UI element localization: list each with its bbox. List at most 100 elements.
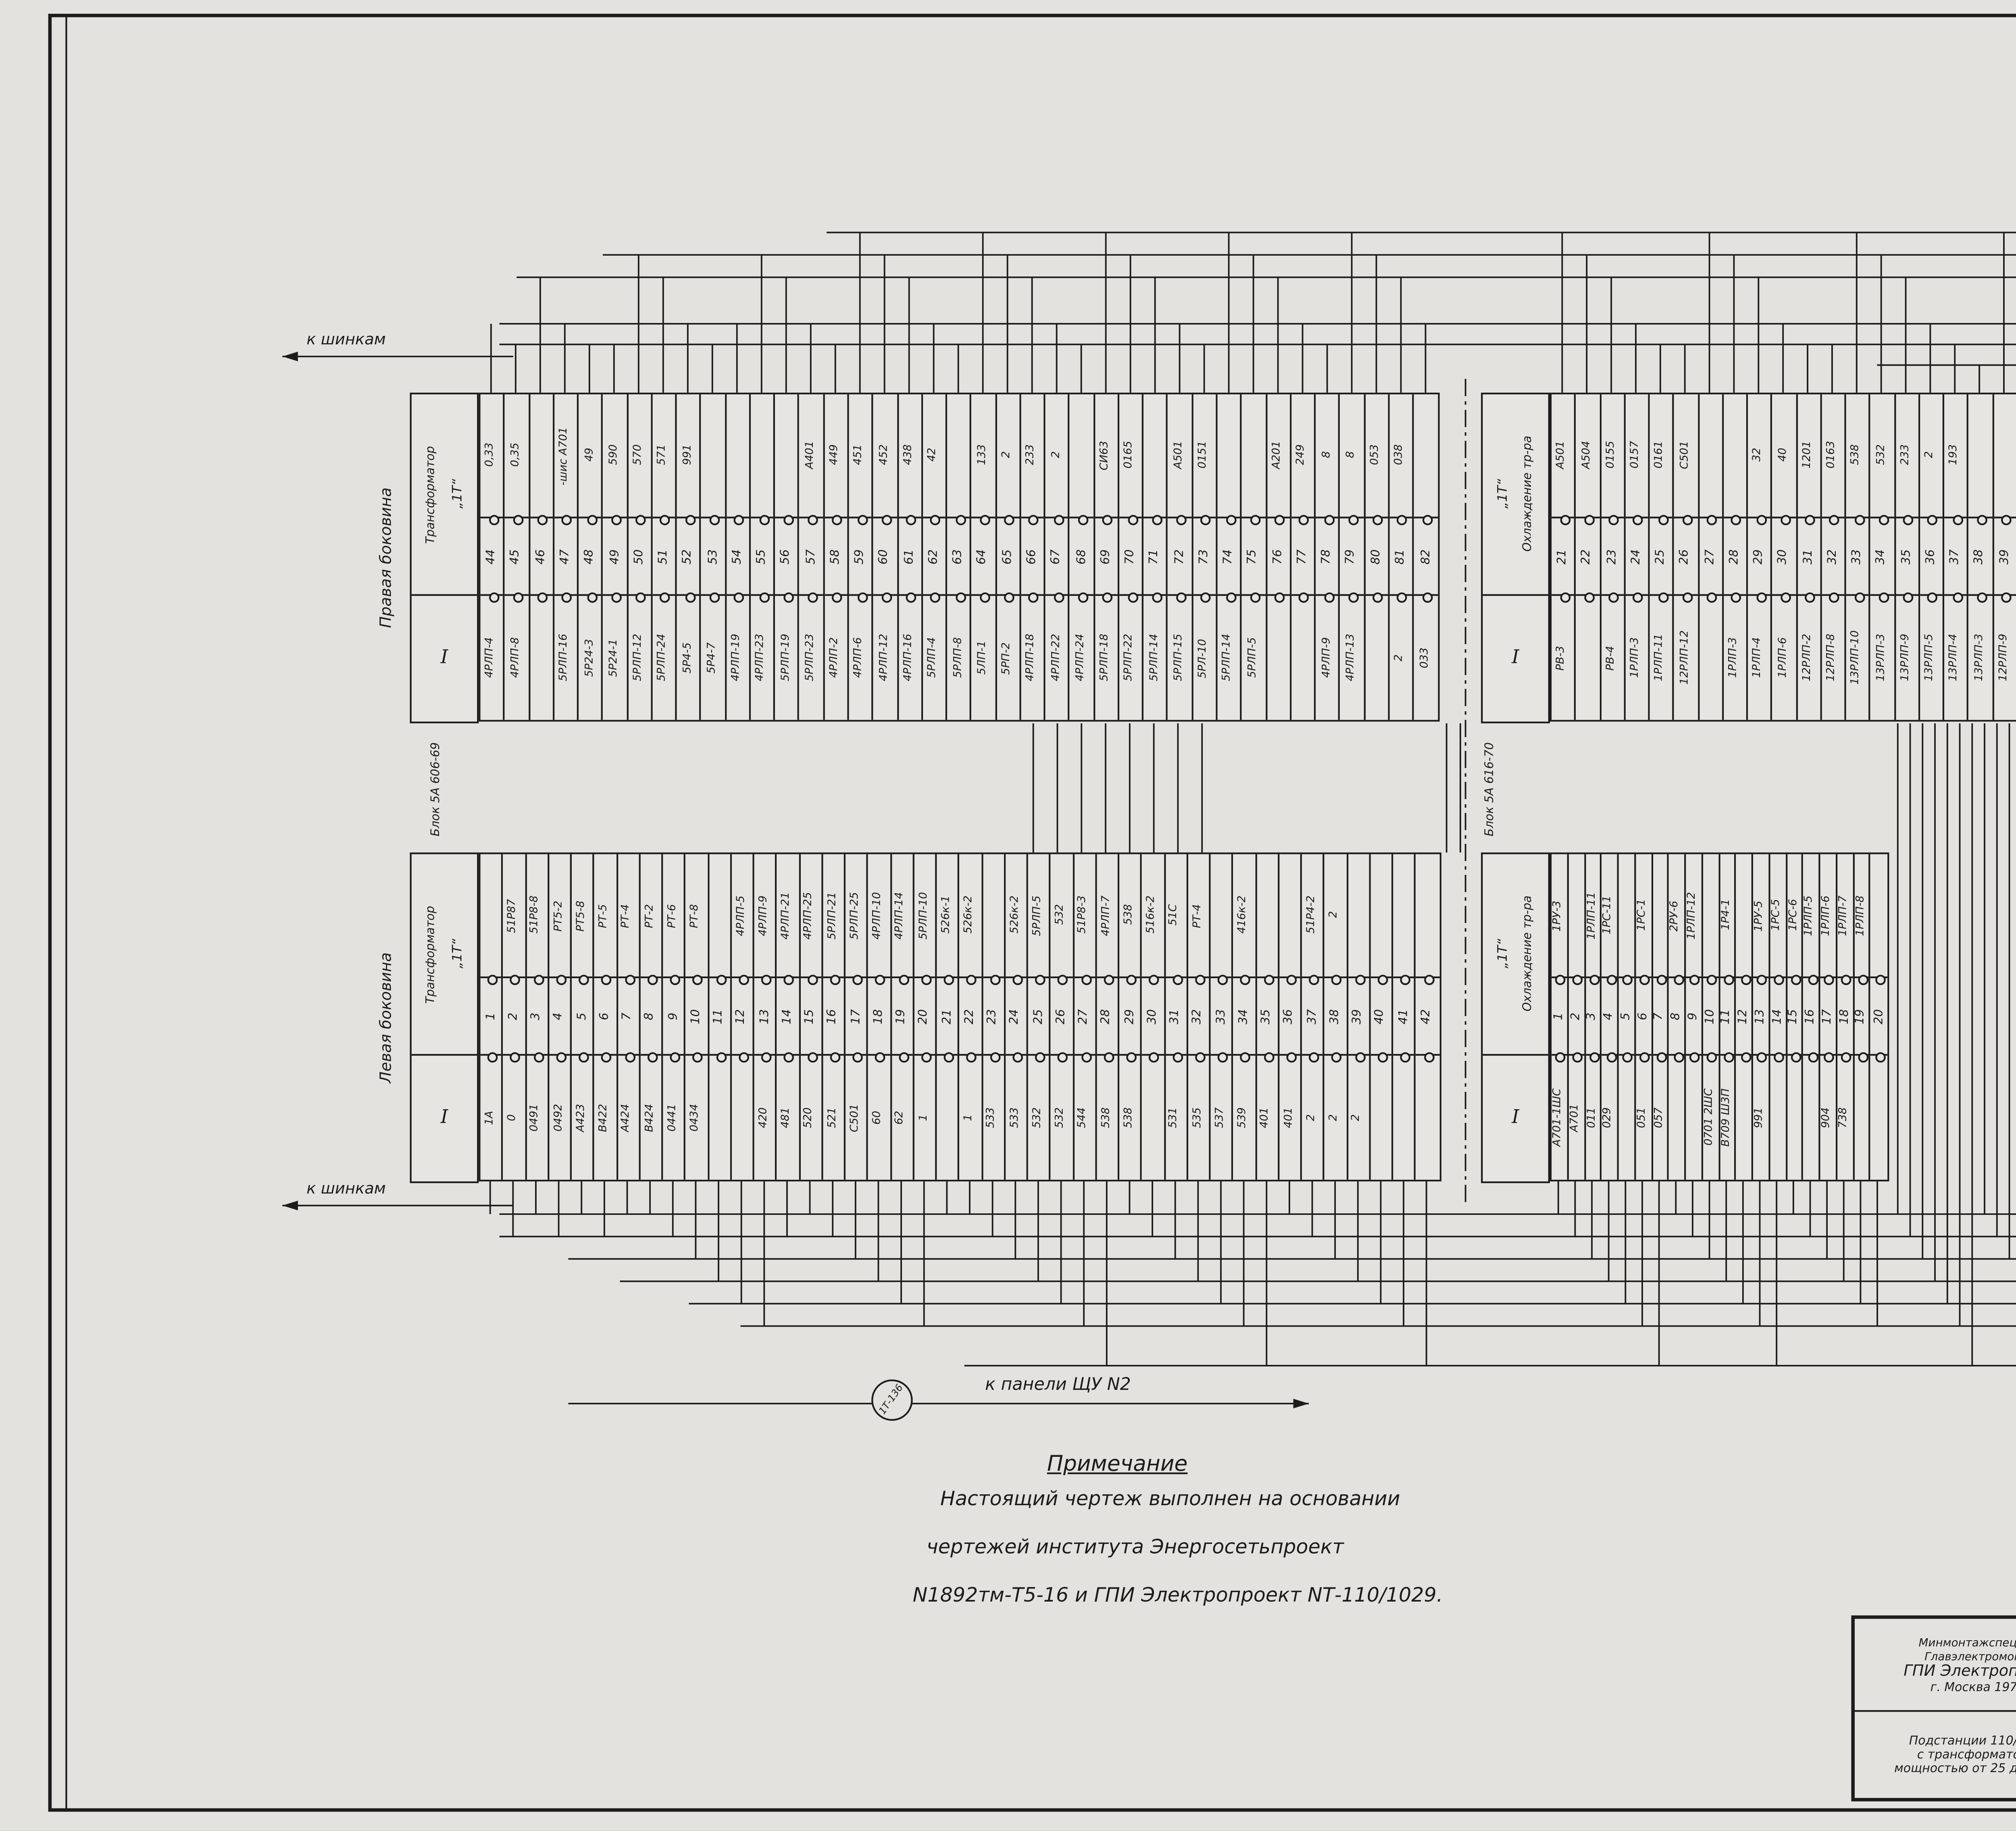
busbar-label-top: к шинкам: [306, 332, 386, 350]
terminal-number: 30: [1776, 548, 1790, 564]
wire-label-top: РТ-6: [666, 903, 679, 927]
terminal-number: 7: [620, 1012, 634, 1020]
terminal-number: 41: [1396, 1008, 1410, 1024]
wire-label-bottom: 13РЛП-4: [1948, 634, 1961, 682]
terminal-column: 5: [1618, 854, 1636, 1180]
wire-label-top: А501: [1173, 441, 1185, 470]
terminal-number: 72: [1172, 548, 1186, 564]
terminal-number: 19: [894, 1008, 908, 1024]
wire-label-top: 1201: [1801, 442, 1814, 469]
wire-label-bottom: 2: [1328, 1114, 1340, 1121]
lower-transformer-cell: Трансформатор „1Т“: [411, 854, 477, 1056]
wire-label-bottom: 5РЛП-8: [951, 637, 964, 678]
upper-transformer-header: Трансформатор „1Т“ I: [410, 392, 479, 723]
terminal-number: 42: [1420, 1008, 1434, 1024]
wire-label-bottom: 029: [1602, 1107, 1615, 1128]
terminal-number: 24: [1629, 548, 1643, 564]
wire-label-top: 42: [927, 448, 939, 462]
terminal-number: 68: [1074, 548, 1088, 564]
terminal-number: 20: [917, 1008, 931, 1024]
terminal-number: 36: [1923, 548, 1937, 564]
wire-label-top: СИ63: [1099, 441, 1111, 471]
wire-label-top: 538: [1123, 905, 1135, 926]
wire-label-top: 2РУ-6: [1669, 900, 1682, 931]
wire-label-bottom: 2: [1393, 654, 1406, 662]
wire-label-top: 1РС-11: [1602, 896, 1615, 935]
wire-label-top: 0157: [1629, 442, 1642, 469]
terminal-number: 34: [1874, 548, 1888, 564]
wire-label-bottom: 033: [1419, 647, 1431, 669]
wire-label-bottom: 535: [1191, 1107, 1204, 1128]
terminal-number: 48: [582, 548, 596, 564]
wire-label-top: 526к-2: [1008, 896, 1021, 935]
terminal-number: 4: [552, 1012, 566, 1020]
terminal-number: 27: [1077, 1008, 1091, 1024]
wire-label-bottom: 520: [803, 1107, 816, 1128]
wire-label-bottom: 5РЛП-19: [779, 634, 792, 682]
wire-label-top: 40: [1776, 448, 1789, 462]
wire-label-top: 526к-2: [963, 896, 975, 935]
wire-label-top: 571: [656, 445, 669, 466]
terminal-number: 8: [1669, 1012, 1683, 1020]
terminal-number: 54: [730, 548, 744, 564]
terminal-number: 29: [1752, 548, 1766, 564]
wire-label-top: 193: [1948, 445, 1961, 466]
terminal-column: 11: [708, 854, 732, 1180]
wire-label-bottom: 5РЛП-5: [1246, 637, 1258, 678]
lower-transformer-label: Трансформатор: [423, 905, 437, 1003]
terminal-number: 5: [1618, 1012, 1633, 1020]
wire-label-bottom: 1РЛП-6: [1776, 637, 1789, 678]
wire-label-top: 49: [583, 448, 595, 462]
wire-label-top: 532: [1875, 445, 1887, 466]
wire-label-top: 0,35: [509, 443, 522, 468]
terminal-number: 1: [483, 1012, 497, 1020]
wire-label-bottom: 5РЛП-12: [632, 634, 644, 682]
busbar-label-bottom: к шинкам: [306, 1181, 386, 1199]
terminal-number: 32: [1825, 548, 1839, 564]
terminal-number: 27: [1702, 548, 1716, 564]
notes-block: Примечание Настоящий чертеж выполнен на …: [896, 1450, 1705, 1631]
terminal-column: 40: [1370, 854, 1393, 1180]
wire-label-bottom: 4РЛП-13: [1344, 634, 1357, 682]
wire-label-bottom: 0491: [529, 1104, 542, 1132]
terminal-number: 12: [1736, 1008, 1750, 1024]
title-block: Минмонтажспецстрой Главэлектромонтаж ГПИ…: [1851, 1615, 2016, 1802]
lower-cooling-title-cell: „1Т“ Охлаждение тр-ра: [1483, 854, 1548, 1056]
middle-right-block-label: Блок 5А 616-70: [1482, 742, 1496, 836]
wire-label-top: 4РЛП-10: [872, 892, 884, 939]
upper-transformer-label: Трансформатор: [423, 445, 437, 544]
wire-label-top: А401: [804, 441, 816, 470]
wire-label-top: 570: [632, 445, 644, 466]
wire-label-bottom: В424: [644, 1104, 656, 1132]
wire-label-top: 4РЛП-21: [780, 892, 793, 939]
wire-label-top: 8: [1320, 452, 1332, 459]
wire-label-top: 0165: [1123, 442, 1136, 469]
wire-label-top: 4РЛП-14: [894, 892, 907, 939]
wire-label-top: 538: [1850, 445, 1863, 466]
wire-label-top: 0163: [1826, 442, 1838, 469]
terminal-column: 12: [1736, 854, 1753, 1180]
terminal-number: 25: [1653, 548, 1668, 564]
wire-label-top: 1РУ-5: [1753, 900, 1766, 931]
terminal-number: 64: [975, 548, 989, 564]
wire-label-top: 526к-1: [940, 896, 952, 935]
